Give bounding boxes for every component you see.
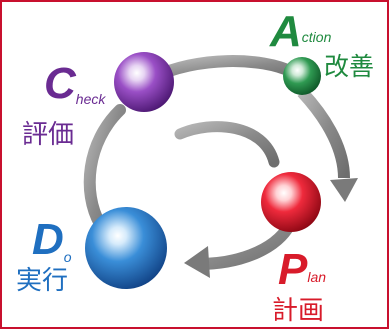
do-label: Do [32,215,72,265]
arrow-do-to-check [83,104,126,230]
action-word: ction [301,29,332,45]
plan-label: Plan [278,248,326,292]
arrow-head-to-plan [330,178,358,202]
action-letter: A [270,7,302,56]
do-word: o [63,249,72,265]
action-jp-label: 改善 [324,52,375,81]
check-jp-label: 評価 [22,120,75,150]
do-sphere [85,207,167,289]
arrow-head-to-do [184,246,210,278]
check-label: Check [44,59,106,108]
check-word: heck [75,91,106,107]
action-label: Action [270,10,331,54]
arrow-action-to-plan [297,87,350,179]
do-jp-label: 実行 [16,266,69,296]
plan-sphere [261,172,321,232]
action-sphere [283,57,321,95]
plan-word: lan [307,269,327,285]
check-letter: C [44,59,76,108]
do-letter: D [32,215,64,264]
plan-letter: P [278,245,308,294]
check-sphere [114,52,174,112]
plan-jp-label: 計画 [272,296,325,326]
inner-spiral-arc [174,121,280,168]
